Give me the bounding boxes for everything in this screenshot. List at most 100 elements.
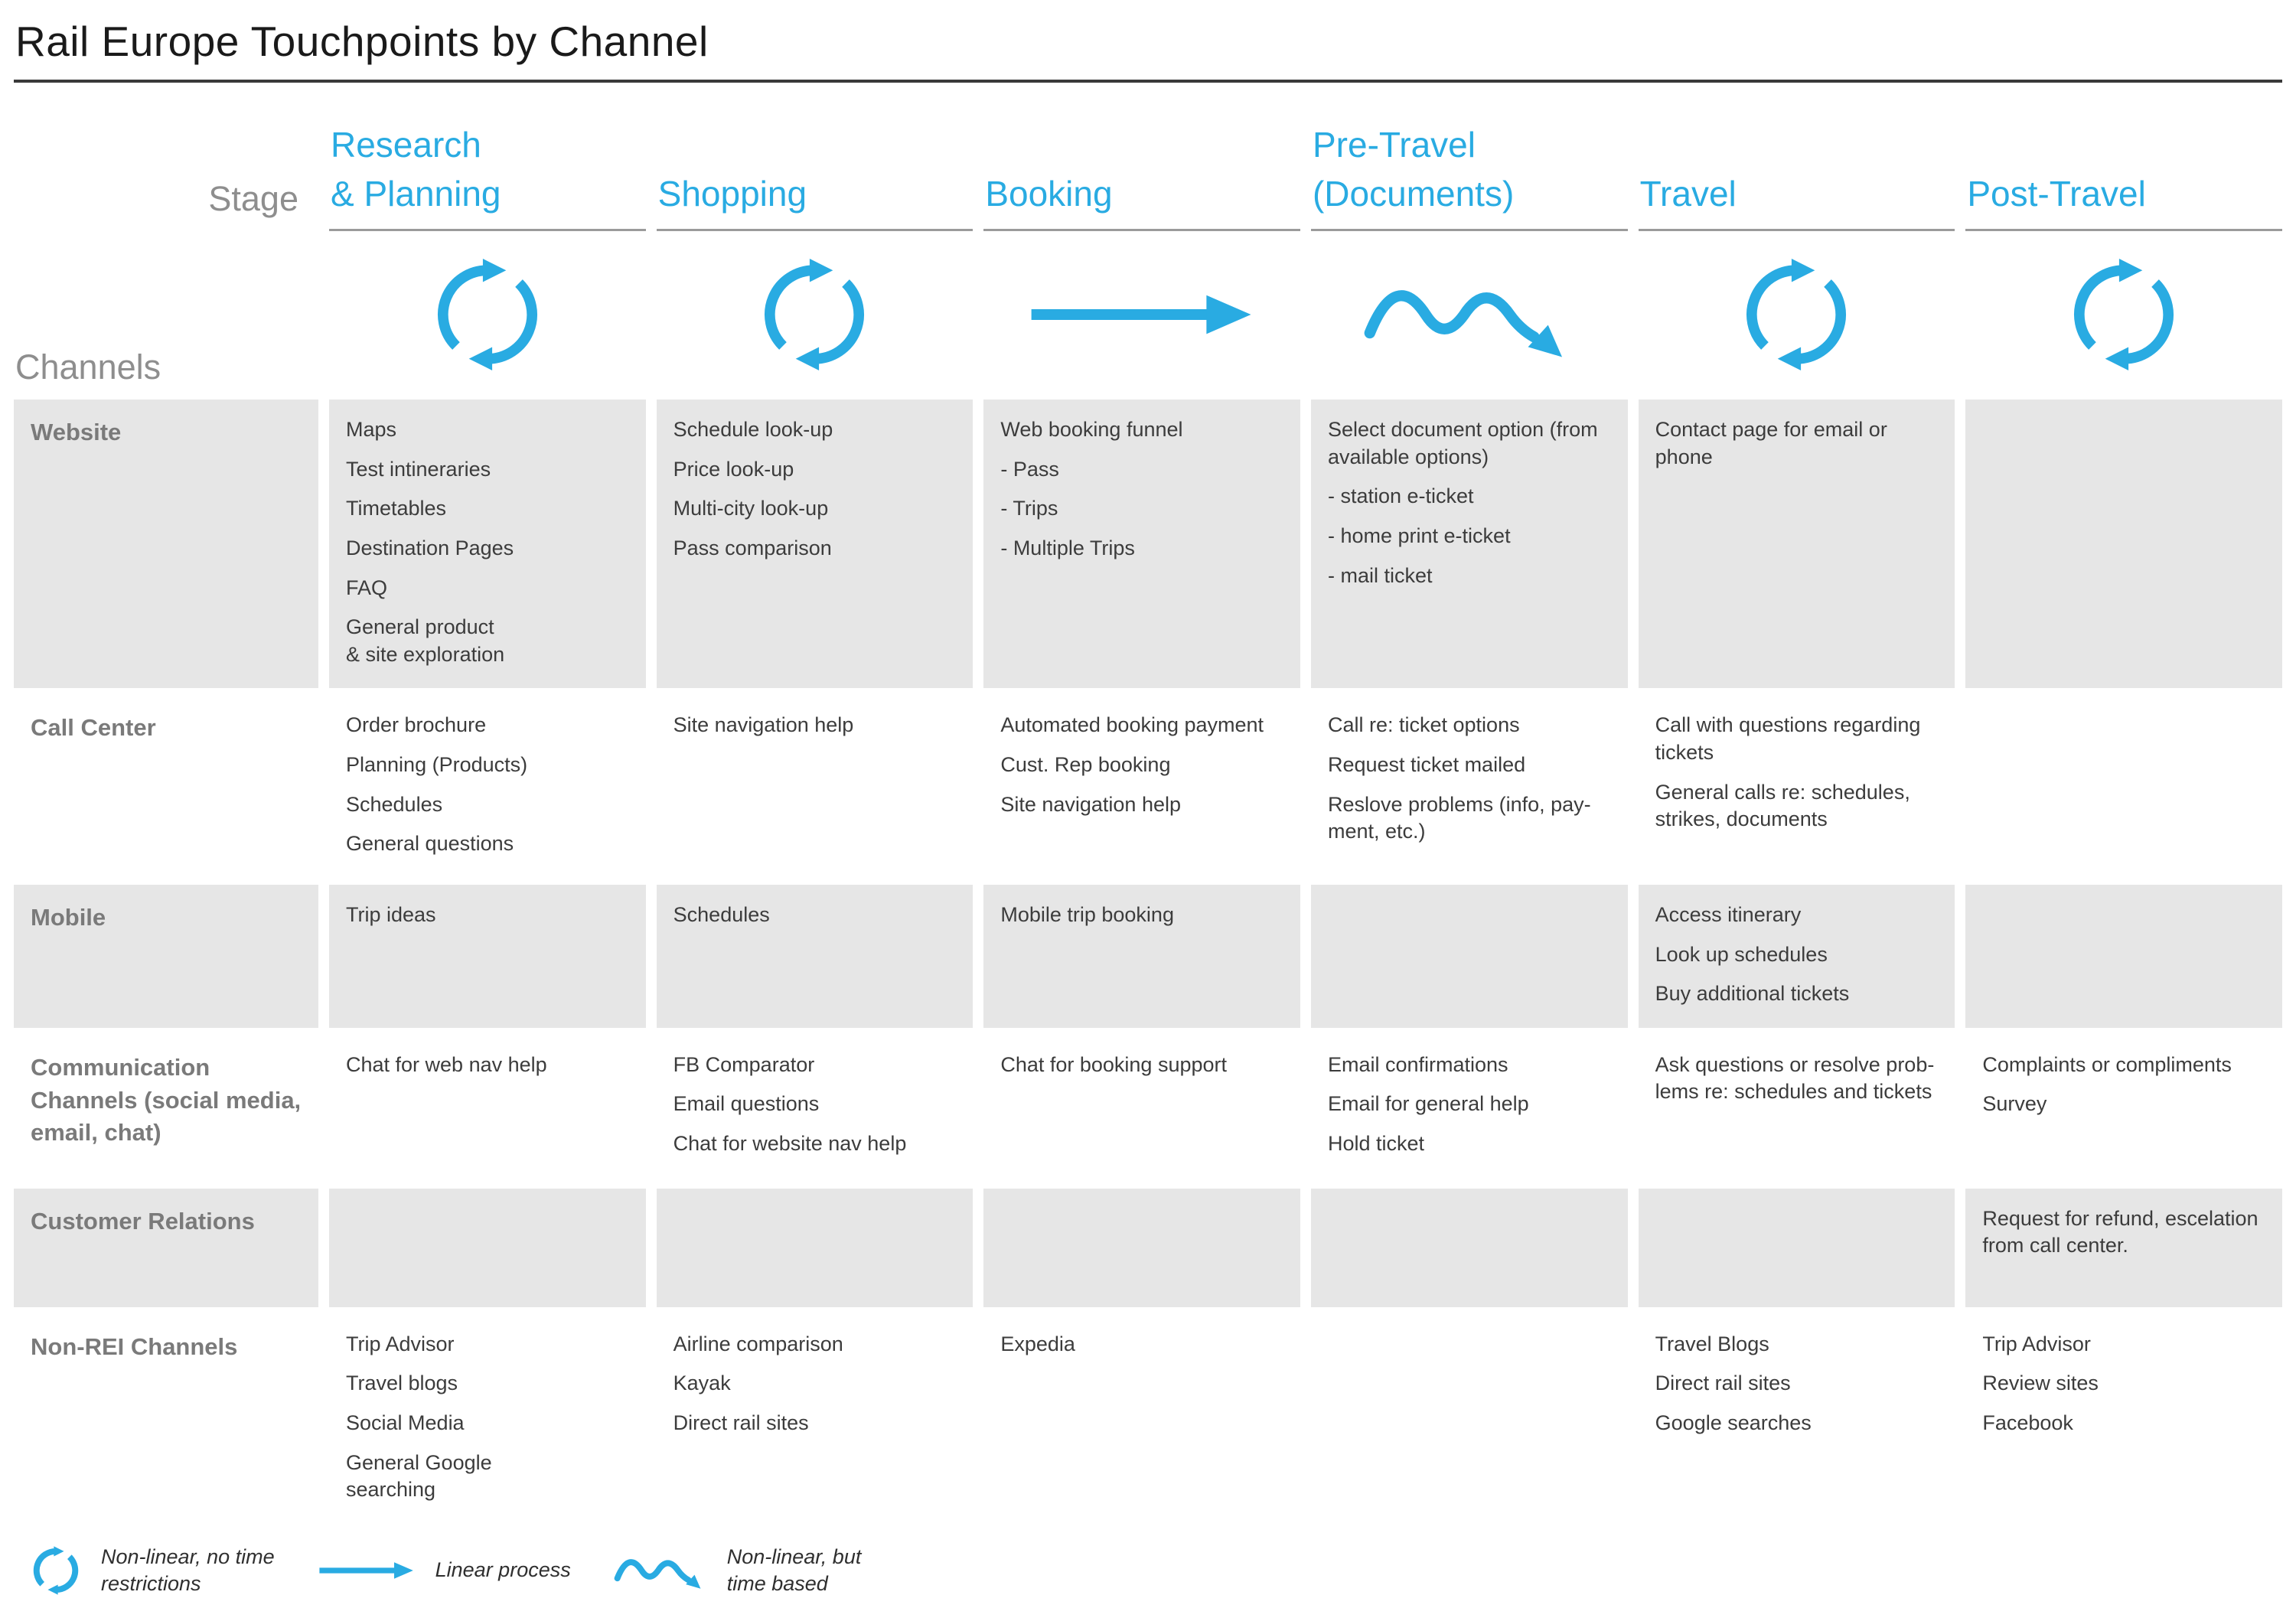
touchpoint-item: Facebook [1982, 1411, 2073, 1434]
touchpoint-item: Trip ideas [346, 902, 436, 926]
stage-icon-cell [1311, 231, 1628, 392]
touchpoint-item: Access itinerary [1655, 902, 1802, 926]
channels-heading-cell: Channels [14, 231, 318, 392]
touchpoint-item: Planning (Products) [346, 753, 528, 776]
touchpoint-item: Airline comparison [673, 1332, 843, 1355]
channel-label: Website [14, 400, 318, 689]
stage-icon-cell [1639, 231, 1955, 392]
touchpoint-item: Schedules [346, 792, 443, 816]
stage-icon-cell [657, 231, 974, 392]
matrix-cell: Contact page for email or phone [1638, 400, 1955, 689]
matrix-cell: Request for refund, escelation from call… [1965, 1188, 2282, 1307]
stage-title-line: Shopping [657, 173, 807, 214]
wave-icon [1362, 255, 1577, 375]
touchpoint-item: Schedule look-up [673, 418, 833, 441]
stage-icon-cell [983, 231, 1300, 392]
legend-label: Linear process [435, 1558, 571, 1582]
stage-title-line: Post-Travel [1967, 173, 2146, 214]
stage-heading: Stage [208, 179, 298, 218]
matrix-cell: Expedia [983, 1314, 1300, 1524]
touchpoint-item: Chat for web nav help [346, 1052, 547, 1076]
matrix-cell: Trip ideas [329, 884, 646, 1028]
stage-column-header: Research& Planning [329, 103, 646, 231]
matrix-cell: Web booking funnel- Pass- Trips- Multipl… [983, 400, 1300, 689]
touchpoint-item: - home print e-ticket [1327, 523, 1511, 547]
touchpoint-item: Cust. Rep booking [1000, 753, 1171, 776]
matrix-cell [1638, 1188, 1955, 1307]
touchpoint-item: Complaints or compliments [1982, 1052, 2232, 1076]
touchpoint-item: Maps [346, 418, 397, 441]
stage-title-line: Research [331, 125, 481, 165]
legend-item: Non-linear, but time based [614, 1544, 862, 1597]
linear-arrow-icon [1027, 289, 1257, 340]
matrix-cell: Chat for web nav help [329, 1035, 646, 1182]
touchpoint-item: Select document option (from available o… [1327, 418, 1598, 468]
stage-title-line: Pre-Travel [1312, 125, 1476, 165]
stage-heading-cell: Stage [14, 103, 318, 231]
matrix-cell [656, 1188, 974, 1307]
touchpoint-item: Email confirmations [1327, 1052, 1508, 1076]
stage-icon-row: Channels [14, 231, 2282, 392]
touchpoint-item: Email questions [673, 1092, 820, 1116]
stage-icon-cell [1965, 231, 2282, 392]
touchpoint-item: Survey [1982, 1092, 2047, 1116]
touchpoint-item: Chat for booking support [1000, 1052, 1228, 1076]
legend-item: Non-linear, no time restrictions [31, 1544, 275, 1597]
touchpoint-item: Request for refund, escelation from call… [1982, 1206, 2258, 1257]
touchpoint-item: Web booking funnel [1000, 418, 1183, 441]
touchpoint-item: Social Media [346, 1411, 465, 1434]
linear-arrow-icon [318, 1560, 416, 1581]
touchpoint-item: Schedules [673, 902, 770, 926]
stage-column-header: Post-Travel [1965, 103, 2282, 231]
touchpoint-item: Request ticket mailed [1327, 753, 1526, 776]
touchpoint-item: Travel Blogs [1655, 1332, 1769, 1355]
touchpoint-item: - Pass [1000, 457, 1059, 481]
matrix-cell [983, 1188, 1300, 1307]
matrix-cell: Site navigation help [657, 695, 974, 878]
touchpoint-item: Travel blogs [346, 1372, 458, 1395]
stage-title-line: Booking [985, 173, 1113, 214]
wave-icon [614, 1544, 707, 1597]
legend-label: Non-linear, but time based [726, 1544, 862, 1595]
touchpoint-item: Look up schedules [1655, 942, 1828, 966]
channel-row: Communication Channels (social media, em… [14, 1035, 2282, 1182]
touchpoint-item: Email for general help [1327, 1092, 1529, 1116]
matrix-cell [1310, 884, 1628, 1028]
touchpoint-item: Site navigation help [1000, 792, 1181, 816]
touchpoint-item: Direct rail sites [673, 1411, 809, 1434]
touchpoint-item: Timetables [346, 497, 447, 520]
touchpoint-item: - Trips [1000, 497, 1058, 520]
touchpoint-item: Trip Advisor [346, 1332, 455, 1355]
touchpoint-item: Ask questions or resolve prob- lems re: … [1655, 1052, 1935, 1104]
touchpoint-item: Order brochure [346, 713, 487, 737]
matrix-cell: Schedules [656, 884, 974, 1028]
touchpoint-item: Buy additional tickets [1655, 982, 1850, 1006]
cycle-icon [2066, 256, 2182, 373]
legend-item: Linear process [318, 1557, 571, 1584]
cycle-icon [429, 256, 546, 373]
touchpoint-item: Chat for website nav help [673, 1132, 907, 1155]
touchpoint-item: Call re: ticket options [1327, 713, 1520, 737]
matrix-cell [1310, 1188, 1628, 1307]
touchpoint-item: Multi-city look-up [673, 497, 829, 520]
stage-title-line: Travel [1639, 173, 1737, 214]
touchpoint-item: - mail ticket [1327, 563, 1433, 587]
touchpoint-item: FAQ [346, 576, 388, 599]
cycle-icon [1738, 256, 1854, 373]
touchpoint-item: General calls re: schedules, strikes, do… [1655, 780, 1910, 831]
stage-column-header: Pre-Travel(Documents) [1310, 103, 1628, 231]
channel-label: Communication Channels (social media, em… [31, 1053, 302, 1146]
stage-column-header: Travel [1638, 103, 1955, 231]
channel-label: Mobile [14, 884, 318, 1028]
